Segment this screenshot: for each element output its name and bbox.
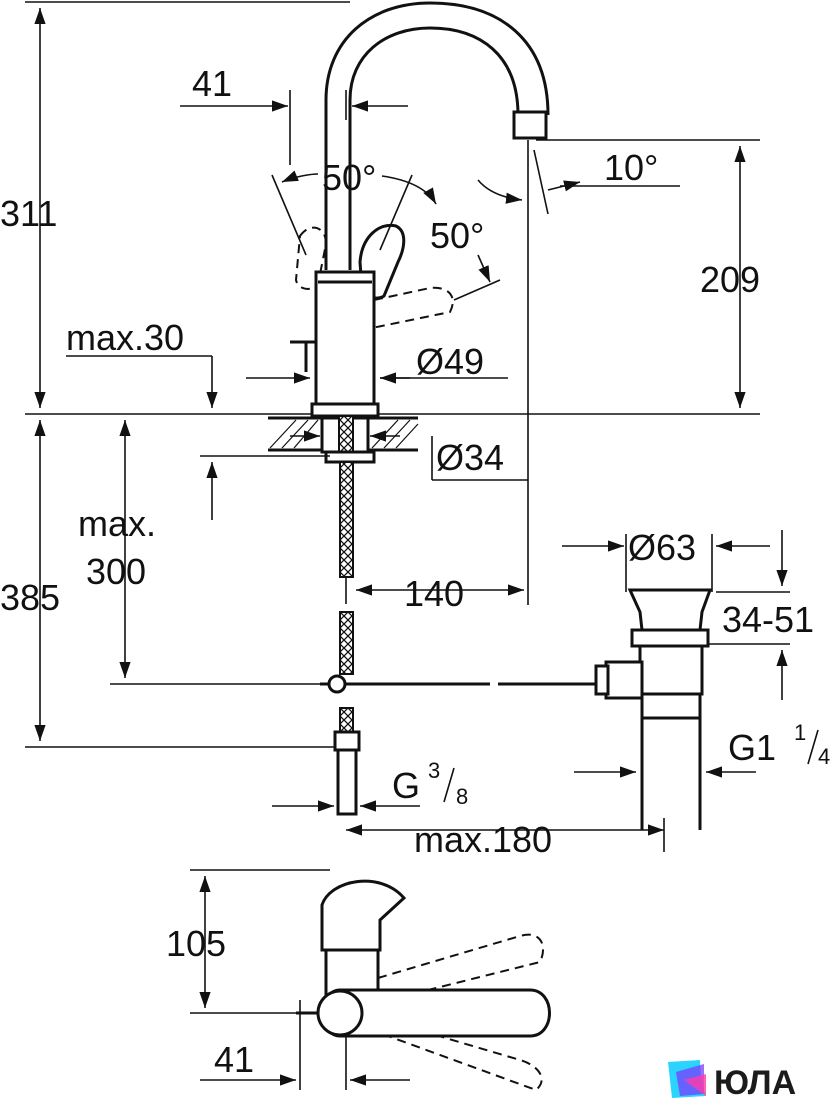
faucet-front-view [290, 1, 600, 816]
reference-lines [25, 1, 760, 748]
dim-height-total: 311 [0, 193, 57, 234]
dimension-labels: 311 209 41 50° 50° 10° max.30 Ø49 Ø34 ma… [0, 63, 830, 1080]
dim-spout-height: 209 [700, 259, 760, 300]
dim-below-deck-max-line2: 300 [86, 551, 146, 592]
waste-thread-main: G1 [728, 727, 776, 768]
dim-waste-diameter: Ø63 [628, 527, 696, 568]
dim-plan-depth: 105 [166, 923, 226, 964]
hose-thread-num: 3 [428, 758, 440, 783]
dim-lever-angle-left: 50° [322, 157, 376, 198]
hose-thread-main: G [392, 765, 420, 806]
dimension-lines [34, 8, 790, 1090]
dim-lever-angle-right: 50° [430, 215, 484, 256]
waste-thread-den: 4 [818, 744, 830, 769]
dim-spout-reach: 140 [404, 573, 464, 614]
faucet-plan-view [296, 879, 551, 1092]
waste-set [594, 588, 713, 830]
dim-base-diameter: Ø49 [416, 341, 484, 382]
dim-below-deck-total: 385 [0, 577, 60, 618]
dim-plan-lever-offset: 41 [214, 1039, 254, 1080]
dim-basin-thickness: 34-51 [722, 599, 814, 640]
dim-deck-max: max.30 [66, 317, 184, 358]
waste-thread-num: 1 [794, 720, 806, 745]
dim-waste-thread: G1 1 4 [728, 720, 830, 769]
dim-hose-thread: G 3 8 [392, 758, 468, 809]
dim-rod-max: max.180 [414, 819, 552, 860]
dim-spout-tilt: 10° [604, 147, 658, 188]
hose-thread-den: 8 [456, 784, 468, 809]
dim-shank-diameter: Ø34 [436, 437, 504, 478]
dim-below-deck-max-line1: max. [78, 503, 156, 544]
watermark-logo: ЮЛА [668, 1060, 796, 1100]
dim-lever-offset-top: 41 [192, 63, 232, 104]
brand-name: ЮЛА [714, 1064, 796, 1100]
